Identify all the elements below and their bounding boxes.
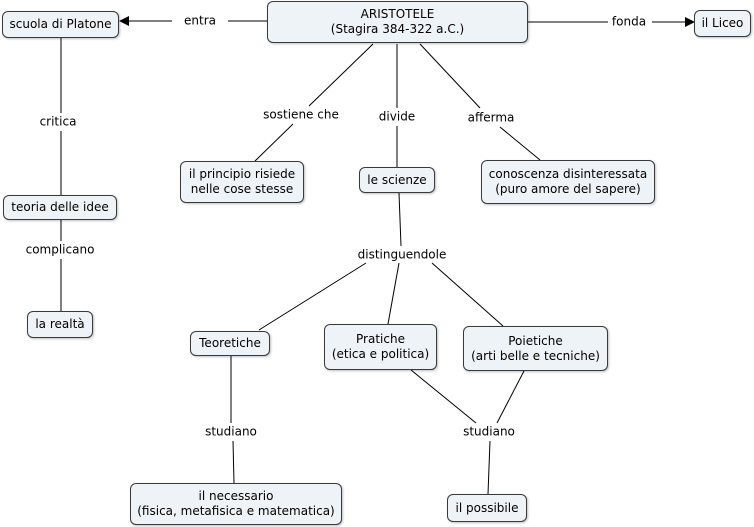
link-label-complicano: complicano [22, 242, 98, 258]
line-aristotele-afferma [419, 43, 481, 109]
line-studiano-necessario [232, 440, 235, 484]
line-distinguendole-teoretiche [258, 262, 367, 331]
node-scuola-di-platone[interactable]: scuola di Platone [2, 11, 119, 38]
link-label-entra: entra [181, 13, 219, 29]
link-label-distinguendole: distinguendole [354, 247, 450, 263]
node-il-necessario[interactable]: il necessario (fisica, metafisica e mate… [130, 483, 342, 525]
line-pratiche-studiano [410, 369, 477, 424]
node-le-scienze[interactable]: le scienze [359, 167, 435, 193]
link-label-fonda: fonda [608, 14, 650, 30]
node-la-realta[interactable]: la realtà [27, 311, 93, 338]
line-poietiche-studiano [496, 370, 525, 424]
line-afferma-conoscenza [499, 126, 541, 161]
node-aristotele[interactable]: ARISTOTELE (Stagira 384-322 a.C.) [267, 1, 528, 43]
node-conoscenza[interactable]: conoscenza disinteressata (puro amore de… [481, 160, 655, 204]
node-poietiche[interactable]: Poietiche (arti belle e tecniche) [463, 326, 608, 371]
link-label-studiano-possibile: studiano [460, 424, 518, 440]
line-scienze-distinguendole [398, 192, 402, 247]
line-sostiene-principio [254, 123, 294, 162]
node-teoria-delle-idee[interactable]: teoria delle idee [3, 195, 117, 220]
node-principio[interactable]: il principio risiede nelle cose stesse [180, 161, 304, 203]
link-label-studiano-necessario: studiano [202, 424, 260, 440]
node-teoretiche[interactable]: Teoretiche [190, 331, 270, 356]
link-label-sostiene-che: sostiene che [260, 107, 342, 123]
line-distinguendole-pratiche [387, 262, 400, 325]
node-pratiche[interactable]: Pratiche (etica e politica) [324, 324, 437, 370]
line-studiano-possibile [487, 440, 491, 495]
node-il-possibile[interactable]: il possibile [447, 494, 527, 522]
link-label-afferma: afferma [464, 110, 518, 126]
line-distinguendole-poietiche [431, 262, 504, 327]
node-il-liceo[interactable]: il Liceo [694, 10, 751, 37]
link-label-divide: divide [375, 109, 419, 125]
line-aristotele-sostiene [308, 43, 374, 107]
link-label-critica: critica [36, 114, 80, 130]
